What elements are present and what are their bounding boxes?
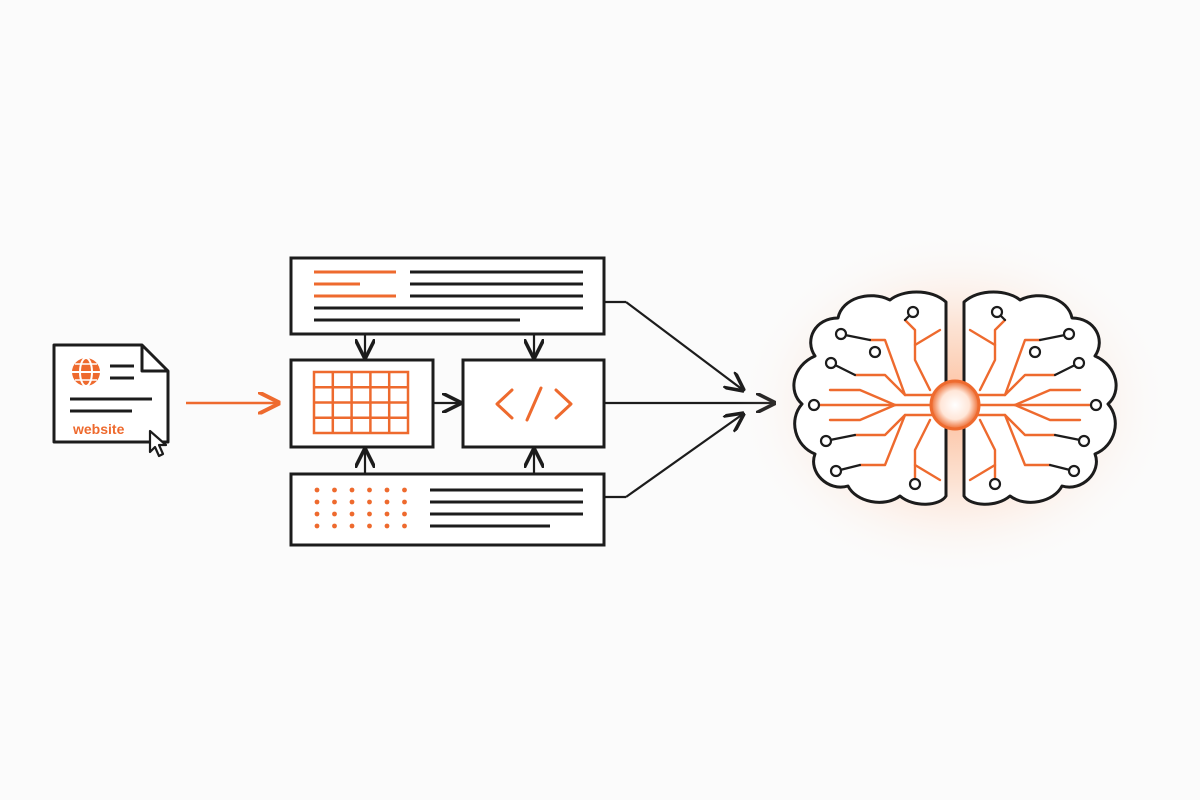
code-icon: [495, 386, 573, 422]
grid-dot: [367, 511, 372, 517]
brain-core: [929, 379, 981, 431]
grid-dot: [384, 523, 390, 529]
arrow-dots-to-brain: [625, 414, 743, 498]
website-document: website: [52, 343, 170, 458]
grid-dot: [384, 511, 390, 517]
grid-dot: [314, 499, 320, 505]
code-box: [461, 358, 606, 449]
cursor-icon: [148, 429, 168, 458]
grid-dot: [402, 487, 407, 493]
grid-dot: [314, 523, 320, 529]
dot-grid-icon: [314, 487, 407, 529]
image-data-box: [289, 472, 606, 547]
arrow-text-to-brain: [625, 301, 743, 390]
grid-dot: [332, 487, 337, 493]
grid-dot: [402, 511, 407, 517]
grid-dot: [332, 511, 337, 517]
website-label: website: [72, 421, 125, 437]
brain-circuit-icon: [735, 230, 1175, 580]
grid-dot: [332, 499, 337, 505]
grid-dot: [332, 523, 337, 529]
grid-dot: [314, 511, 320, 517]
grid-dot: [384, 487, 390, 493]
table-grid-icon: [312, 370, 410, 435]
grid-dot: [384, 499, 390, 505]
grid-dot: [314, 487, 320, 493]
globe-icon: [72, 357, 100, 387]
grid-dot: [367, 523, 372, 529]
text-document-box: [289, 256, 606, 336]
grid-dot: [349, 511, 355, 517]
grid-dot: [349, 487, 355, 493]
grid-dot: [367, 487, 372, 493]
table-box: [289, 358, 435, 449]
grid-dot: [349, 499, 355, 505]
grid-dot: [402, 523, 407, 529]
grid-dot: [402, 499, 407, 505]
grid-dot: [367, 499, 372, 505]
text-lines-icon: [314, 270, 583, 322]
grid-dot: [349, 523, 355, 529]
